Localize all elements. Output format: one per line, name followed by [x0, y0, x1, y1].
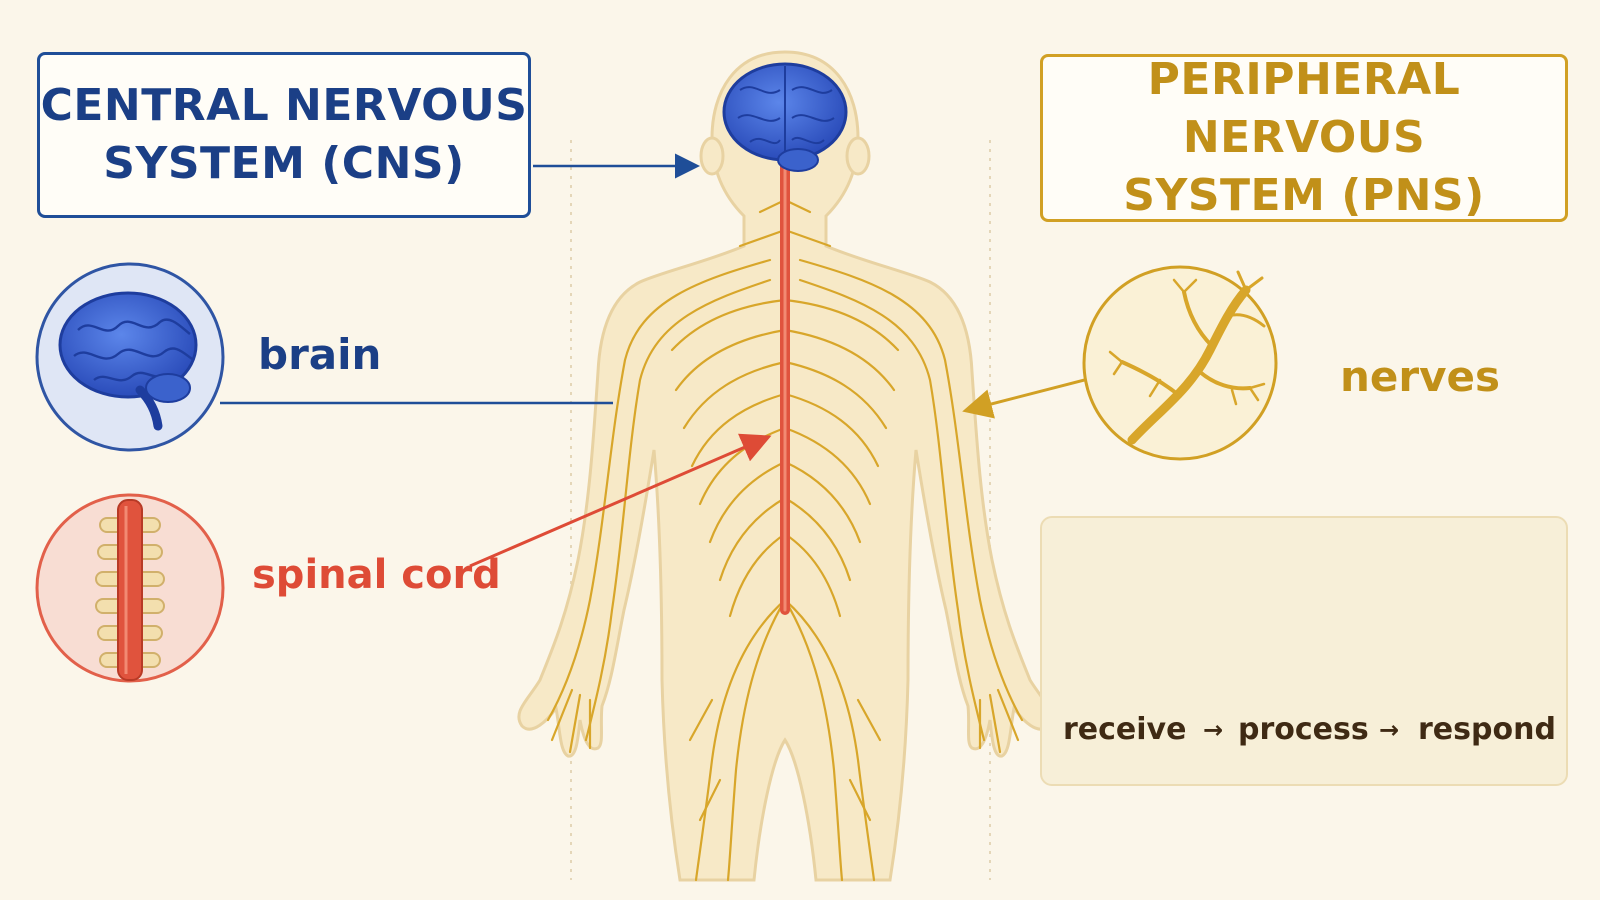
human-body-figure [517, 50, 1053, 882]
step-label-respond: respond [1418, 712, 1556, 747]
brain-in-head [722, 62, 848, 172]
step-label-process: process [1238, 712, 1369, 747]
cns-title-line2: SYSTEM (CNS) [103, 138, 465, 189]
process-panel [1040, 516, 1568, 786]
pns-title-box: PERIPHERAL NERVOUS SYSTEM (PNS) [1040, 54, 1568, 222]
pns-title-line1: PERIPHERAL NERVOUS [1147, 54, 1461, 163]
spine-icon [35, 493, 225, 683]
step-label-receive: receive [1063, 712, 1187, 747]
step-arrow-1: → [1203, 716, 1224, 744]
cns-title-box: CENTRAL NERVOUS SYSTEM (CNS) [37, 52, 531, 218]
peripheral-nerves [546, 198, 1024, 882]
cns-title-line1: CENTRAL NERVOUS [40, 80, 528, 131]
spinal-cord-arrow [469, 433, 772, 568]
nerves-arrow [962, 374, 1101, 419]
brain-icon [35, 262, 225, 452]
spinal-cord-label: spinal cord [252, 552, 501, 598]
step-arrow-2: → [1379, 716, 1400, 744]
pns-title-line2: SYSTEM (PNS) [1123, 170, 1485, 221]
nerve-branch-icon [1082, 265, 1278, 461]
brain-label: brain [258, 330, 382, 379]
nerves-label: nerves [1340, 352, 1500, 401]
